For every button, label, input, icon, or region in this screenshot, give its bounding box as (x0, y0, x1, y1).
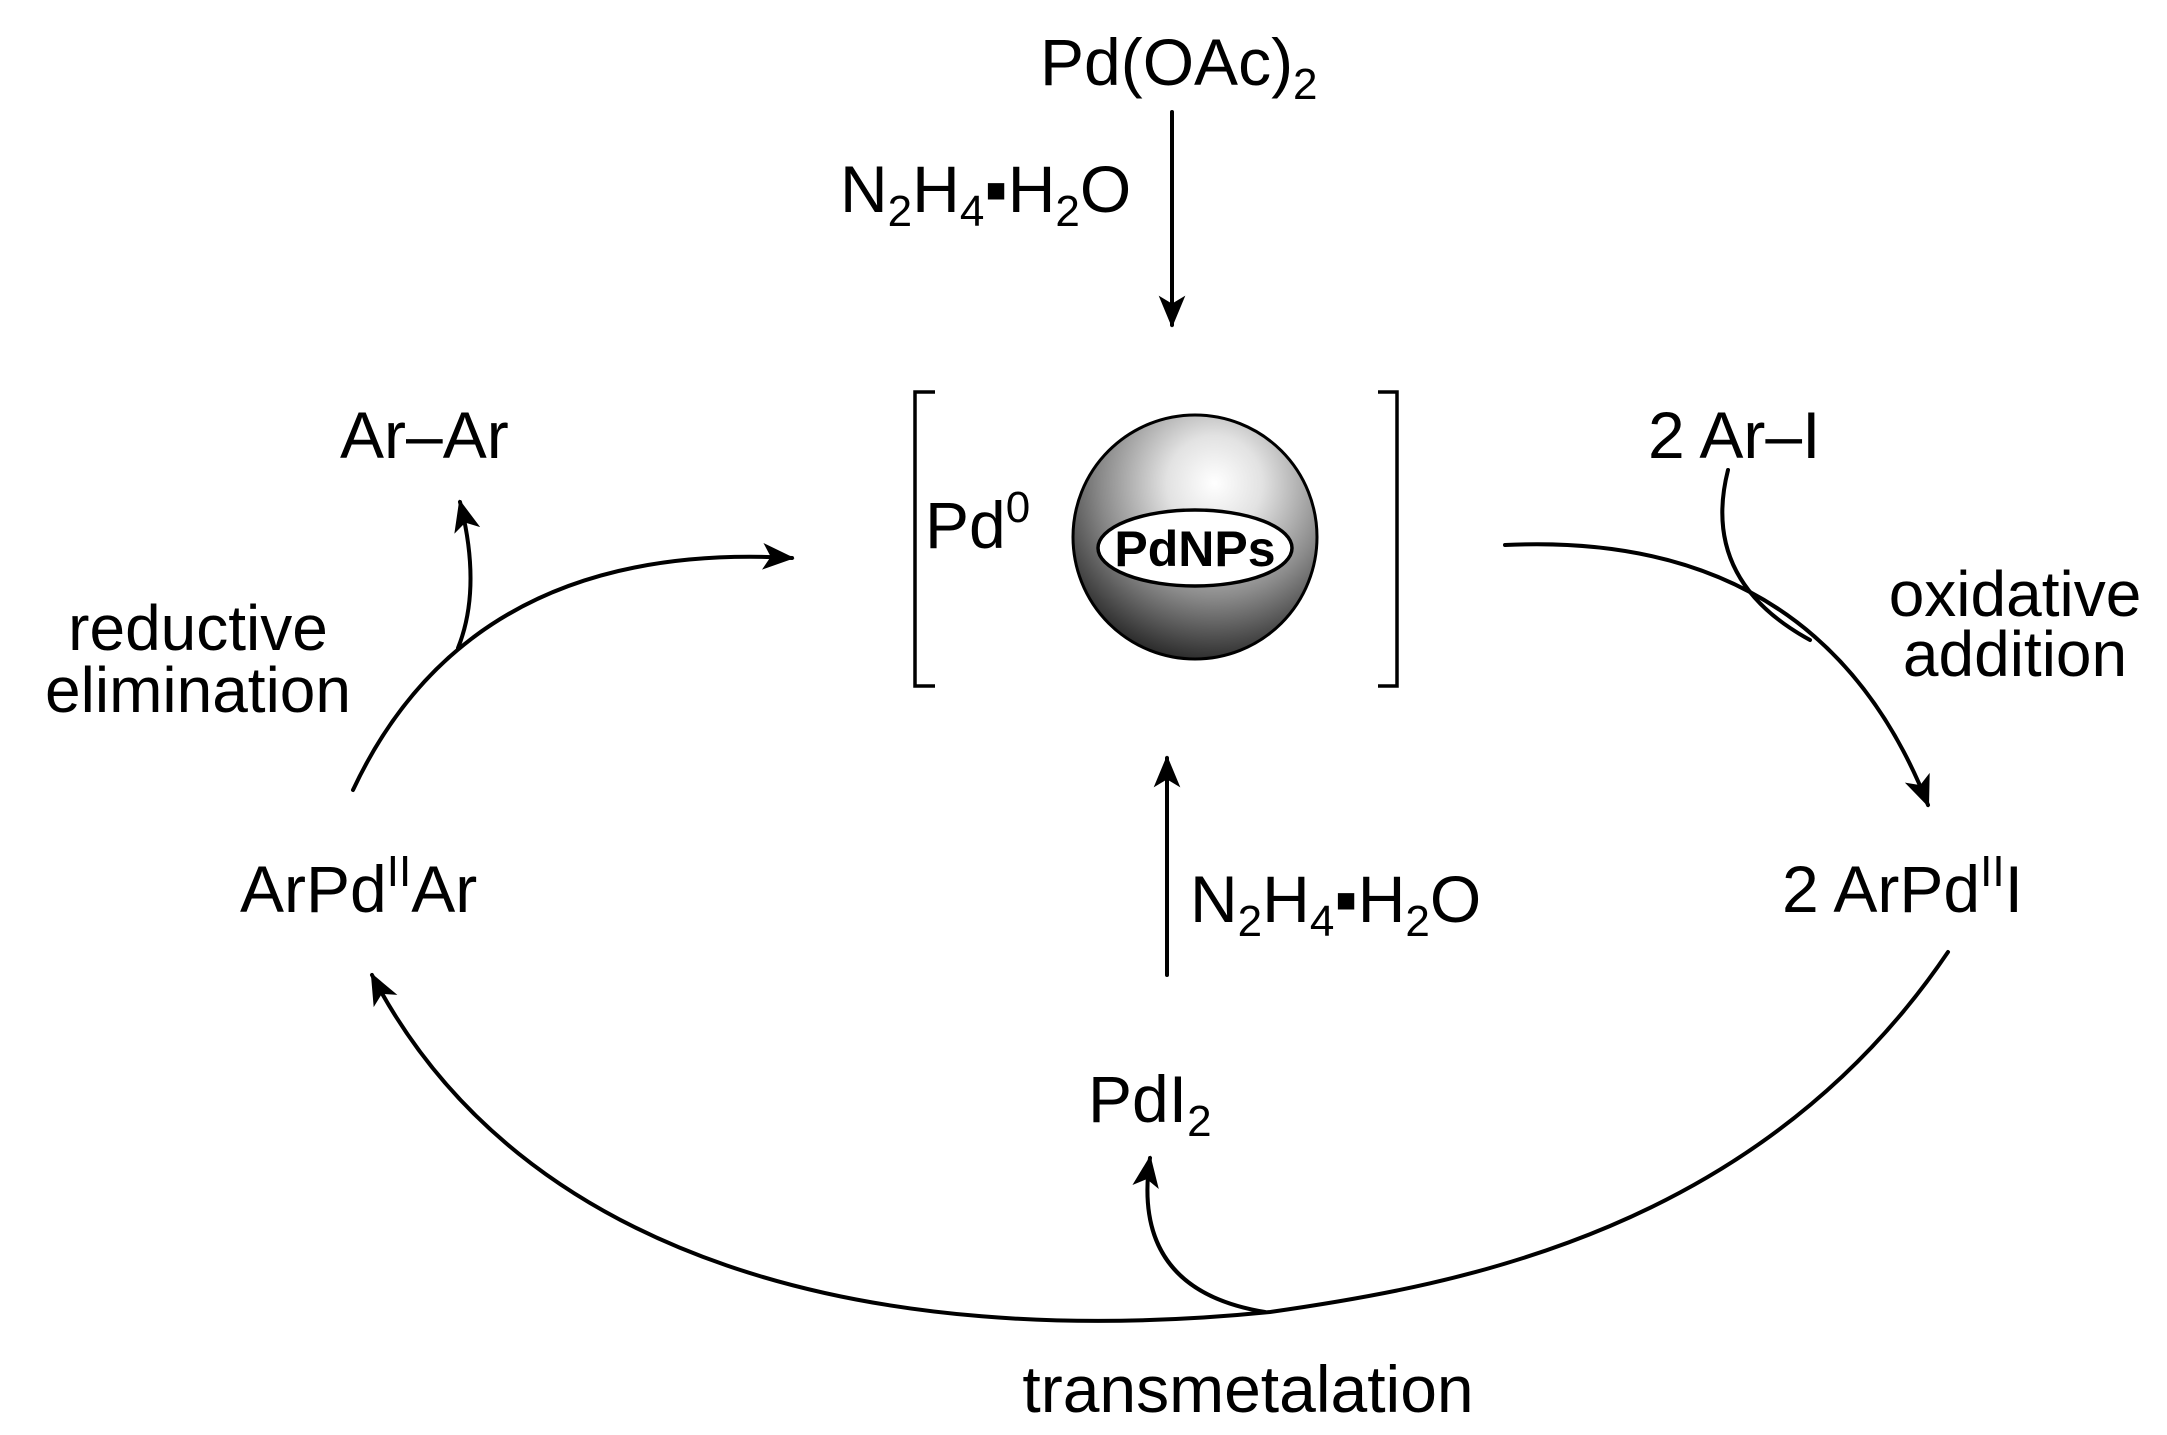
reductive-elimination-label-1: reductive (68, 592, 328, 664)
right-bracket (1378, 390, 1399, 688)
oxidative-addition-arc (1503, 542, 1930, 808)
precursor-label: Pd(OAc)2 (1040, 25, 1318, 109)
palladium-iodide-release-arrow (1132, 1155, 1267, 1314)
pd0-label: Pd0 (925, 483, 1030, 562)
reductant-label-top: N2H4▪H2O (840, 152, 1131, 236)
reductive-elimination-arc (351, 543, 795, 792)
diaryl-palladium-intermediate: ArPdIIAr (240, 847, 477, 926)
reductant-label-bottom: N2H4▪H2O (1190, 862, 1481, 946)
nanoparticle-label: PdNPs (1114, 521, 1275, 577)
transmetalation-label: transmetalation (1022, 1352, 1473, 1426)
aryl-iodide-reagent: 2 Ar–I (1648, 398, 1820, 472)
aryl-palladium-iodide-intermediate: 2 ArPdIII (1782, 847, 2023, 926)
palladium-iodide-label: PdI2 (1088, 1062, 1212, 1146)
reductive-elimination-label-2: elimination (45, 654, 351, 726)
nanoparticle-label-ellipse (1096, 508, 1294, 588)
biaryl-product: Ar–Ar (340, 398, 509, 472)
oxidative-addition-label-1: oxidative (1889, 558, 2142, 630)
biaryl-release-arrow (454, 499, 481, 650)
left-bracket (913, 390, 935, 688)
transmetalation-arc (370, 950, 1950, 1323)
aryl-iodide-entry-arrow (1720, 468, 1812, 642)
oxidative-addition-label-2: addition (1903, 618, 2127, 690)
